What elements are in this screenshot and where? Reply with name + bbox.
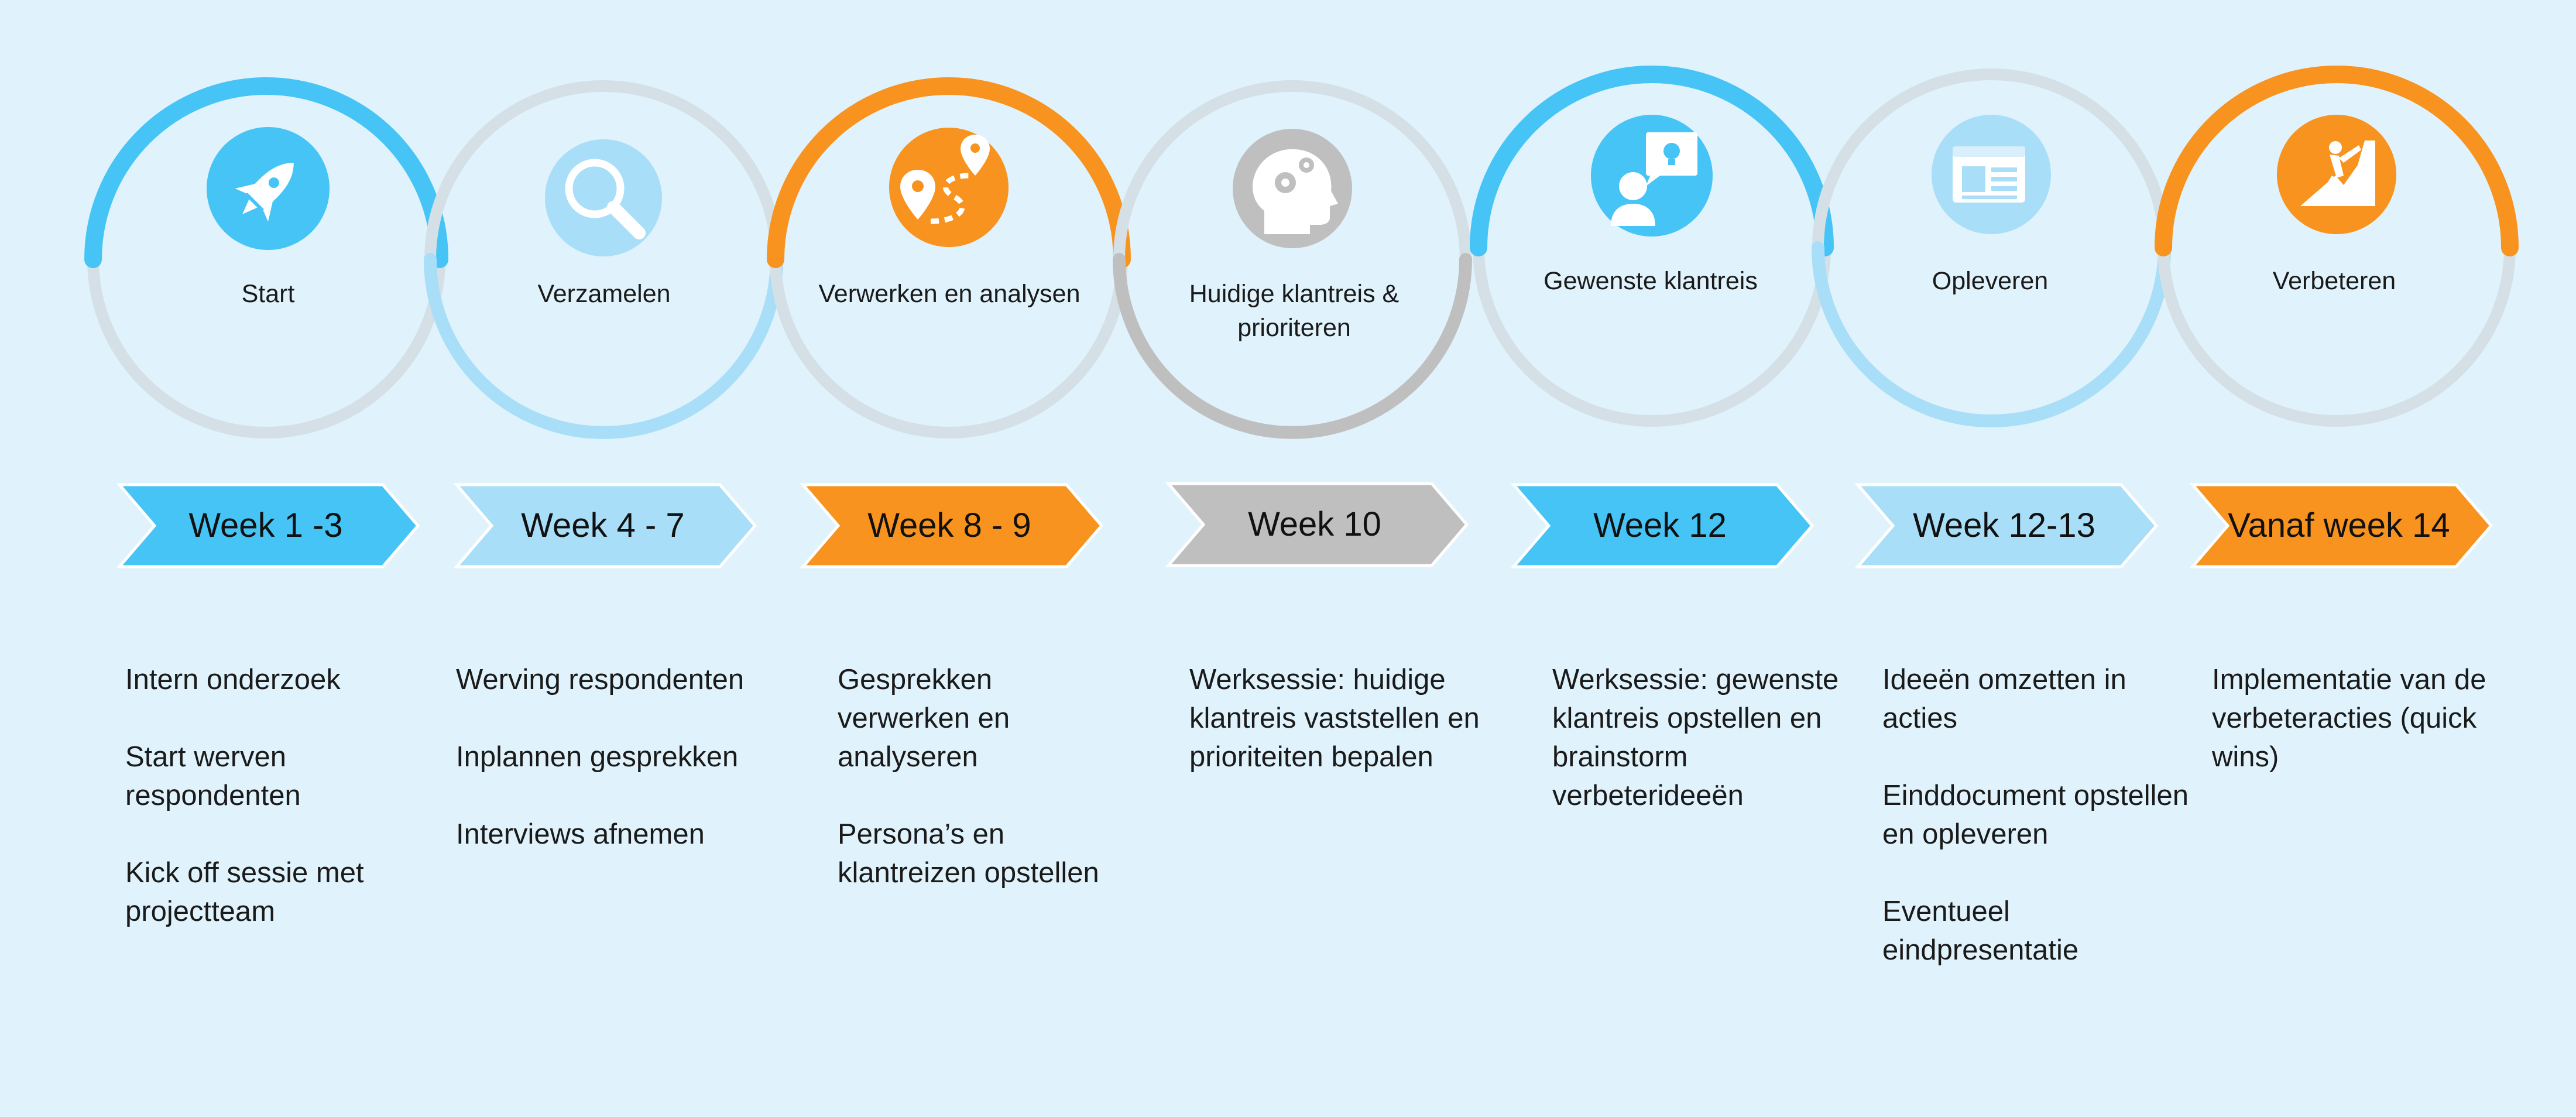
week-label-6: Week 12-13 [1913,506,2095,544]
task-list-2: Werving respondenten Inplannen gesprekke… [456,660,784,892]
phase-ring-arc [84,77,448,268]
week-label-4: Week 10 [1248,505,1381,543]
phase-ring-arc [424,253,783,439]
phase-ring-arc [767,77,1131,268]
task-item: Implementatie van de verbeteracties (qui… [2212,664,2486,773]
week-label-3: Week 8 - 9 [867,506,1031,544]
week-chevron [1510,483,1814,568]
task-item: Kick off sessie met projectteam [125,857,364,927]
phase-label-start: Start [241,280,295,308]
phase-ring-arc [1113,253,1472,439]
task-item: Werksessie: gewenste klantreis opstellen… [1552,664,1839,811]
task-item: Einddocument opstellen en opleveren [1882,780,2189,850]
phase-ring-arc [2155,66,2519,256]
task-list-6: Ideeën omzetten in acties Einddocument o… [1882,660,2210,1008]
head-gears-icon [1253,149,1338,234]
magnifier-icon-disc [545,139,662,256]
week-chevron [1854,483,2159,568]
week-chevron [453,483,757,568]
task-list-3: Gesprekken verwerken en analyseren Perso… [838,660,1165,931]
phase-rings [84,66,2519,439]
task-list-7: Implementatie van de verbeteracties (qui… [2212,660,2540,815]
phase-label-huidige: Huidige klantreis & prioriteren [1189,280,1400,342]
task-item: Ideeën omzetten in acties [1882,664,2126,734]
week-label-7: Vanaf week 14 [2228,506,2450,544]
week-chevron [116,483,420,568]
task-list-1: Intern onderzoek Start werven respondent… [125,660,453,969]
task-item: Werksessie: huidige klantreis vaststelle… [1189,664,1480,773]
person-idea-icon [1611,132,1697,226]
week-chevron [2189,483,2493,568]
magnifier-icon [565,159,646,239]
phase-label-opleveren: Opleveren [1932,267,2049,295]
week-chevron [1165,482,1469,567]
week-chevrons [116,482,2493,568]
task-item: Intern onderzoek [125,664,341,695]
task-item: Persona’s en klantreizen opstellen [838,818,1099,889]
phase-ring-arc [1470,66,1834,256]
task-item: Start werven respondenten [125,741,301,811]
week-chevron [800,483,1104,568]
week-label-2: Week 4 - 7 [521,506,685,544]
route-pins-icon [900,135,990,224]
task-item: Werving respondenten [456,664,745,695]
task-item: Gesprekken verwerken en analyseren [838,664,1010,773]
climber-icon [2300,141,2375,206]
phase-label-verwerken: Verwerken en analysen [818,280,1081,308]
task-item: Eventueel eindpresentatie [1882,896,2079,966]
task-item: Inplannen gesprekken [456,741,739,773]
phase-label-gewenste: Gewenste klantreis [1543,267,1758,295]
rocket-icon [235,163,294,222]
task-list-4: Werksessie: huidige klantreis vaststelle… [1189,660,1517,815]
week-label-1: Week 1 -3 [188,506,343,544]
browser-document-icon [1953,146,2025,203]
week-label-5: Week 12 [1593,506,1727,544]
phase-label-verbeteren: Verbeteren [2272,267,2396,295]
task-list-5: Werksessie: gewenste klantreis opstellen… [1552,660,1880,854]
phase-ring-arc [1812,241,2171,427]
phase-label-verzamelen: Verzamelen [537,280,671,308]
task-item: Interviews afnemen [456,818,705,850]
